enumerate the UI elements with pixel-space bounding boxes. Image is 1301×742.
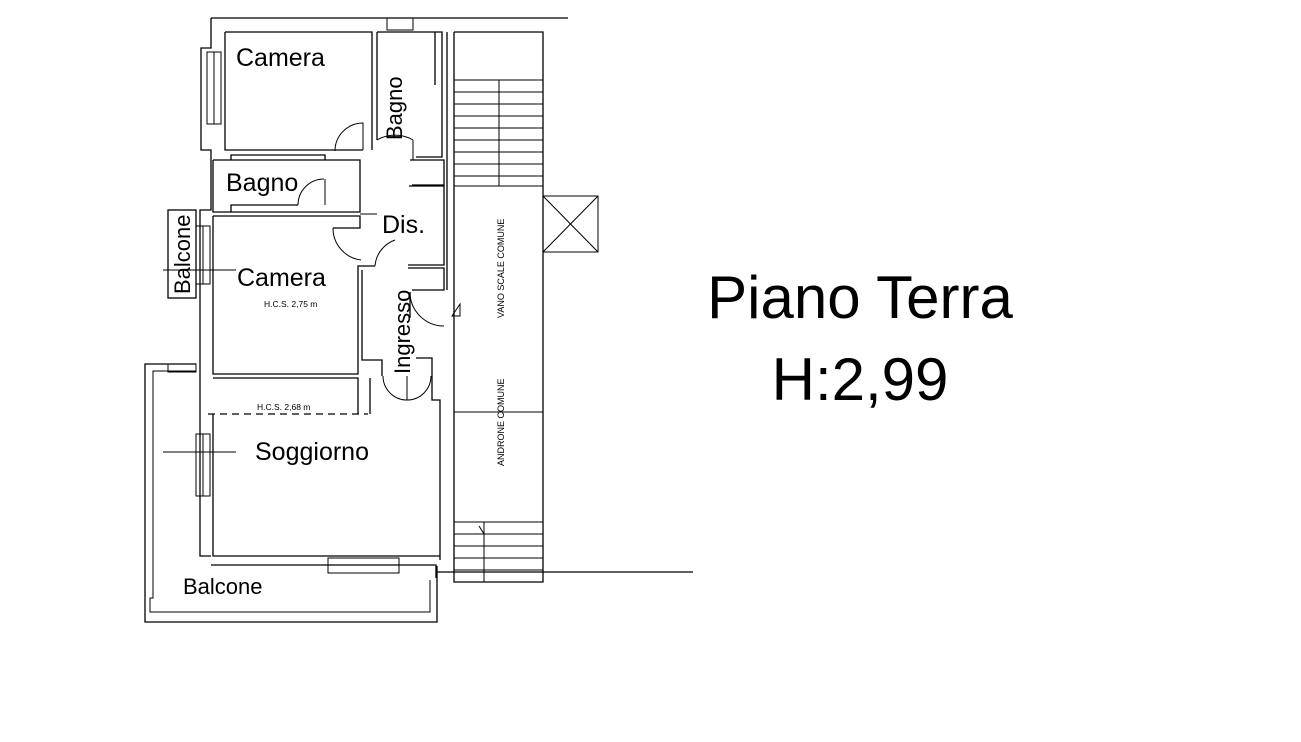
room-label-camera-top: Camera	[236, 44, 325, 72]
room-label-soggiorno: Soggiorno	[255, 438, 369, 466]
room-label-dis: Dis.	[382, 211, 425, 239]
windows	[195, 17, 414, 574]
outer-walls	[199, 17, 693, 578]
entrance-walls	[361, 270, 461, 560]
stair-treads	[454, 79, 543, 571]
height-label-camera: H.C.S. 2,75 m	[264, 299, 317, 309]
height-label-soggiorno: H.C.S. 2,68 m	[257, 402, 310, 412]
plan-title: Piano Terra	[707, 264, 1013, 331]
living-walls	[208, 377, 440, 557]
plan-height: H:2,99	[771, 346, 949, 413]
bathroom-mid-walls	[212, 154, 361, 213]
room-label-balcone-left: Balcone	[170, 214, 195, 294]
bedroom-mid-walls	[212, 215, 396, 375]
corridor-walls	[360, 159, 445, 291]
stairwell	[446, 31, 599, 583]
room-label-balcone-bottom: Balcone	[183, 574, 263, 599]
room-label-bagno-top: Bagno	[382, 76, 407, 140]
room-label-ingresso: Ingresso	[390, 290, 415, 374]
room-label-bagno-mid: Bagno	[226, 169, 298, 197]
balcony-bottom	[144, 363, 438, 623]
room-label-camera-mid: Camera	[237, 264, 326, 292]
elevator-shaft	[542, 195, 599, 253]
label-vano-scale: VANO SCALE COMUNE	[496, 219, 506, 318]
bathroom-top-walls	[334, 31, 443, 160]
label-androne: ANDRONE COMUNE	[496, 378, 506, 466]
balcony-left	[163, 209, 236, 299]
